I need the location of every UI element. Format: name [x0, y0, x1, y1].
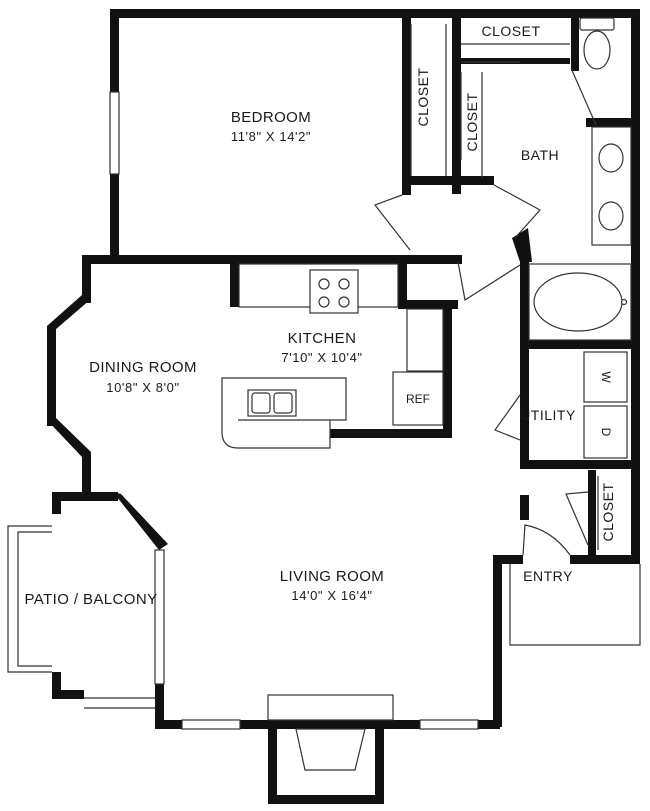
patio-label: PATIO / BALCONY — [25, 591, 158, 608]
dryer-label: D — [599, 428, 613, 437]
living-room-label: LIVING ROOM — [280, 568, 384, 585]
entry-porch — [509, 564, 641, 646]
kitchen-dims: 7'10" X 10'4" — [281, 350, 362, 365]
bath-fixtures: W D — [528, 17, 632, 459]
toilet-icon — [579, 17, 615, 70]
kitchen-label: KITCHEN — [288, 330, 357, 347]
closet-rods — [410, 24, 599, 550]
closet-label-top-right: CLOSET — [481, 23, 540, 39]
bedroom-label: BEDROOM — [231, 109, 311, 126]
refrigerator — [392, 371, 444, 426]
closet-label-entry: CLOSET — [600, 482, 616, 541]
windows — [109, 91, 479, 730]
doors — [374, 61, 597, 556]
closet-label-bath: CLOSET — [464, 92, 480, 151]
kitchen-fixtures: REF — [221, 263, 444, 449]
bath-label: BATH — [521, 147, 559, 163]
dining-room-dims: 10'8" X 8'0" — [106, 380, 179, 395]
entry-label: ENTRY — [523, 568, 573, 584]
living-room-dims: 14'0" X 16'4" — [291, 588, 372, 603]
stove-icon — [309, 269, 359, 314]
washer-label: W — [599, 371, 613, 383]
dryer — [583, 405, 628, 459]
refrigerator-label: REF — [406, 392, 430, 406]
washer — [583, 351, 628, 403]
sink-icon — [247, 389, 297, 417]
sink-icon — [598, 143, 624, 231]
utility-label: UTILITY — [520, 407, 576, 423]
bathtub-icon — [528, 263, 632, 341]
bedroom-dims: 11'8" X 14'2" — [231, 129, 311, 144]
dining-room-label: DINING ROOM — [89, 359, 197, 376]
room-labels: BEDROOM 11'8" X 14'2" KITCHEN 7'10" X 10… — [25, 109, 576, 608]
closet-label-bedroom: CLOSET — [415, 67, 431, 126]
walls — [47, 9, 640, 804]
fireplace — [267, 694, 394, 771]
patio-railing — [7, 525, 155, 709]
closet-labels: CLOSET CLOSET CLOSET CLOSET — [415, 23, 616, 542]
